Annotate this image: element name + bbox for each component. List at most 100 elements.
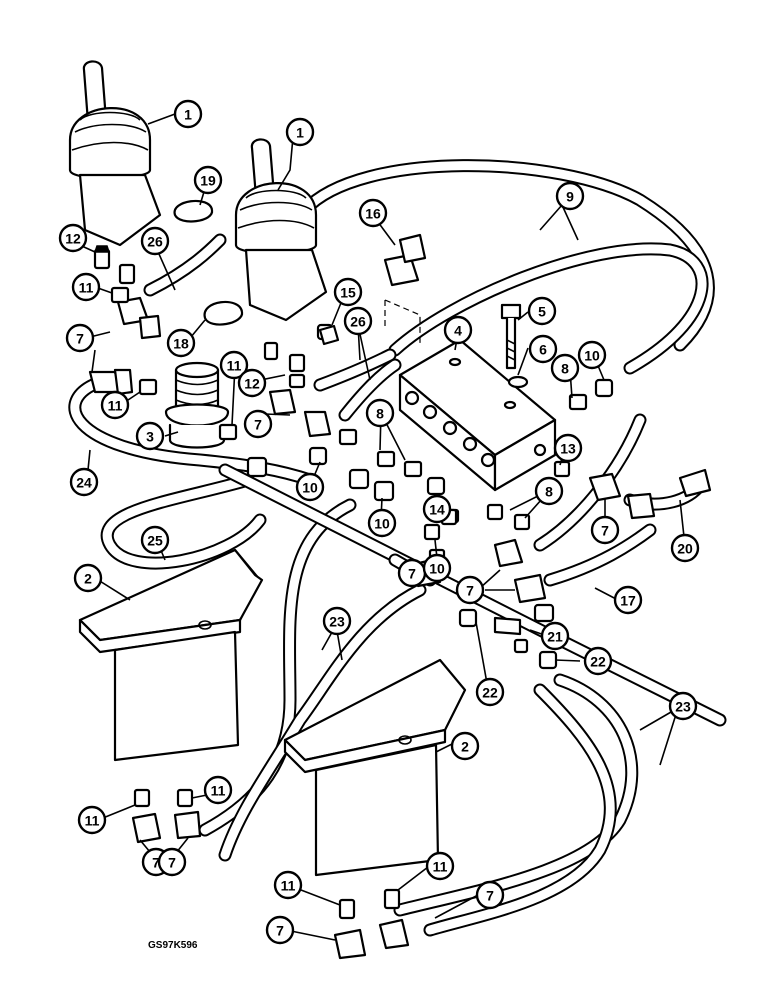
callout-9: 9 bbox=[566, 189, 574, 205]
callout-23-circle bbox=[322, 606, 352, 636]
callout-14-circle bbox=[422, 494, 452, 524]
callout-16: 16 bbox=[365, 206, 381, 222]
callout-23: 23 bbox=[329, 614, 345, 630]
callout-12-circle bbox=[237, 368, 267, 398]
callout-18-circle bbox=[166, 328, 196, 358]
callout-24: 24 bbox=[76, 475, 92, 491]
callout-10-circle bbox=[295, 472, 325, 502]
callout-1-circle bbox=[173, 99, 203, 129]
callout-11: 11 bbox=[79, 280, 94, 296]
callout-2-circle bbox=[73, 563, 103, 593]
callout-7: 7 bbox=[168, 855, 176, 871]
joystick-left bbox=[68, 60, 162, 247]
callout-10: 10 bbox=[374, 516, 390, 532]
callout-12: 12 bbox=[244, 376, 260, 392]
callout-11: 11 bbox=[85, 813, 100, 829]
callout-7: 7 bbox=[276, 923, 284, 939]
bolt-5 bbox=[500, 303, 522, 370]
callout-4-circle bbox=[443, 315, 473, 345]
callout-20-circle bbox=[670, 533, 700, 563]
callout-6: 6 bbox=[539, 342, 547, 358]
callout-7: 7 bbox=[466, 583, 474, 599]
callout-12-circle bbox=[58, 223, 88, 253]
callout-7-circle bbox=[157, 847, 187, 877]
callout-14: 14 bbox=[429, 502, 445, 518]
mount-left bbox=[78, 548, 264, 762]
callout-19: 19 bbox=[200, 173, 216, 189]
callout-26-circle bbox=[343, 306, 373, 336]
callout-21-circle bbox=[540, 621, 570, 651]
hose-24-in bbox=[70, 377, 315, 485]
callout-7: 7 bbox=[408, 566, 416, 582]
callout-7-circle bbox=[455, 575, 485, 605]
callout-21: 21 bbox=[547, 629, 563, 645]
valve-3 bbox=[164, 361, 230, 449]
hose-23d-in bbox=[425, 685, 615, 935]
hose-26a-in bbox=[145, 235, 225, 295]
callout-23-circle bbox=[668, 691, 698, 721]
callout-22: 22 bbox=[482, 685, 498, 701]
callout-11-circle bbox=[273, 870, 303, 900]
callout-7: 7 bbox=[254, 417, 262, 433]
callout-11: 11 bbox=[211, 783, 226, 799]
callout-26-circle bbox=[140, 226, 170, 256]
callout-11-circle bbox=[71, 272, 101, 302]
callout-7-circle bbox=[243, 409, 273, 439]
callout-25-circle bbox=[140, 525, 170, 555]
callout-26: 26 bbox=[350, 314, 366, 330]
callout-7: 7 bbox=[152, 855, 160, 871]
callout-11-circle bbox=[77, 805, 107, 835]
callout-5-circle bbox=[527, 296, 557, 326]
callout-8-circle bbox=[365, 398, 395, 428]
hose-26c-in bbox=[340, 360, 400, 420]
callout-10-circle bbox=[422, 553, 452, 583]
mount-right bbox=[283, 658, 467, 877]
callout-16-circle bbox=[358, 198, 388, 228]
callout-1: 1 bbox=[184, 107, 192, 123]
callout-19-circle bbox=[193, 165, 223, 195]
callout-7: 7 bbox=[486, 888, 494, 904]
callout-11: 11 bbox=[227, 358, 242, 374]
callout-4: 4 bbox=[454, 323, 462, 339]
callout-11-circle bbox=[219, 350, 249, 380]
manifold-4 bbox=[398, 338, 557, 492]
callout-7: 7 bbox=[76, 331, 84, 347]
callout-10: 10 bbox=[429, 561, 445, 577]
joystick-right bbox=[234, 138, 328, 322]
washer-6 bbox=[507, 375, 529, 389]
callout-8-circle bbox=[534, 476, 564, 506]
callout-22-circle bbox=[583, 646, 613, 676]
callout-22: 22 bbox=[590, 654, 606, 670]
callout-11-circle bbox=[203, 775, 233, 805]
callout-13: 13 bbox=[560, 441, 576, 457]
callout-24-circle bbox=[69, 467, 99, 497]
callout-10: 10 bbox=[302, 480, 318, 496]
callout-1-circle bbox=[285, 117, 315, 147]
callout-17-circle bbox=[613, 585, 643, 615]
callout-11: 11 bbox=[433, 859, 448, 875]
hose-26b-in bbox=[315, 350, 395, 390]
drawing-code: GS97K596 bbox=[148, 940, 198, 951]
callout-15: 15 bbox=[340, 285, 356, 301]
callout-8: 8 bbox=[545, 484, 553, 500]
callout-5: 5 bbox=[538, 304, 546, 320]
callout-10-circle bbox=[577, 340, 607, 370]
hose-23b-in bbox=[220, 585, 425, 860]
callout-1: 1 bbox=[296, 125, 304, 141]
callout-3-circle bbox=[135, 421, 165, 451]
callout-22-circle bbox=[475, 677, 505, 707]
callout-3: 3 bbox=[146, 429, 154, 445]
callout-23: 23 bbox=[675, 699, 691, 715]
callout-2: 2 bbox=[461, 739, 469, 755]
callout-11-circle bbox=[425, 851, 455, 881]
callout-2-circle bbox=[450, 731, 480, 761]
callout-13-circle bbox=[553, 433, 583, 463]
hose-9a-in bbox=[300, 161, 713, 350]
guide-dash bbox=[384, 299, 421, 345]
callout-18: 18 bbox=[173, 336, 189, 352]
callout-10: 10 bbox=[584, 348, 600, 364]
callout-7: 7 bbox=[601, 523, 609, 539]
hose-25-in bbox=[102, 475, 265, 568]
callout-7-circle bbox=[475, 880, 505, 910]
